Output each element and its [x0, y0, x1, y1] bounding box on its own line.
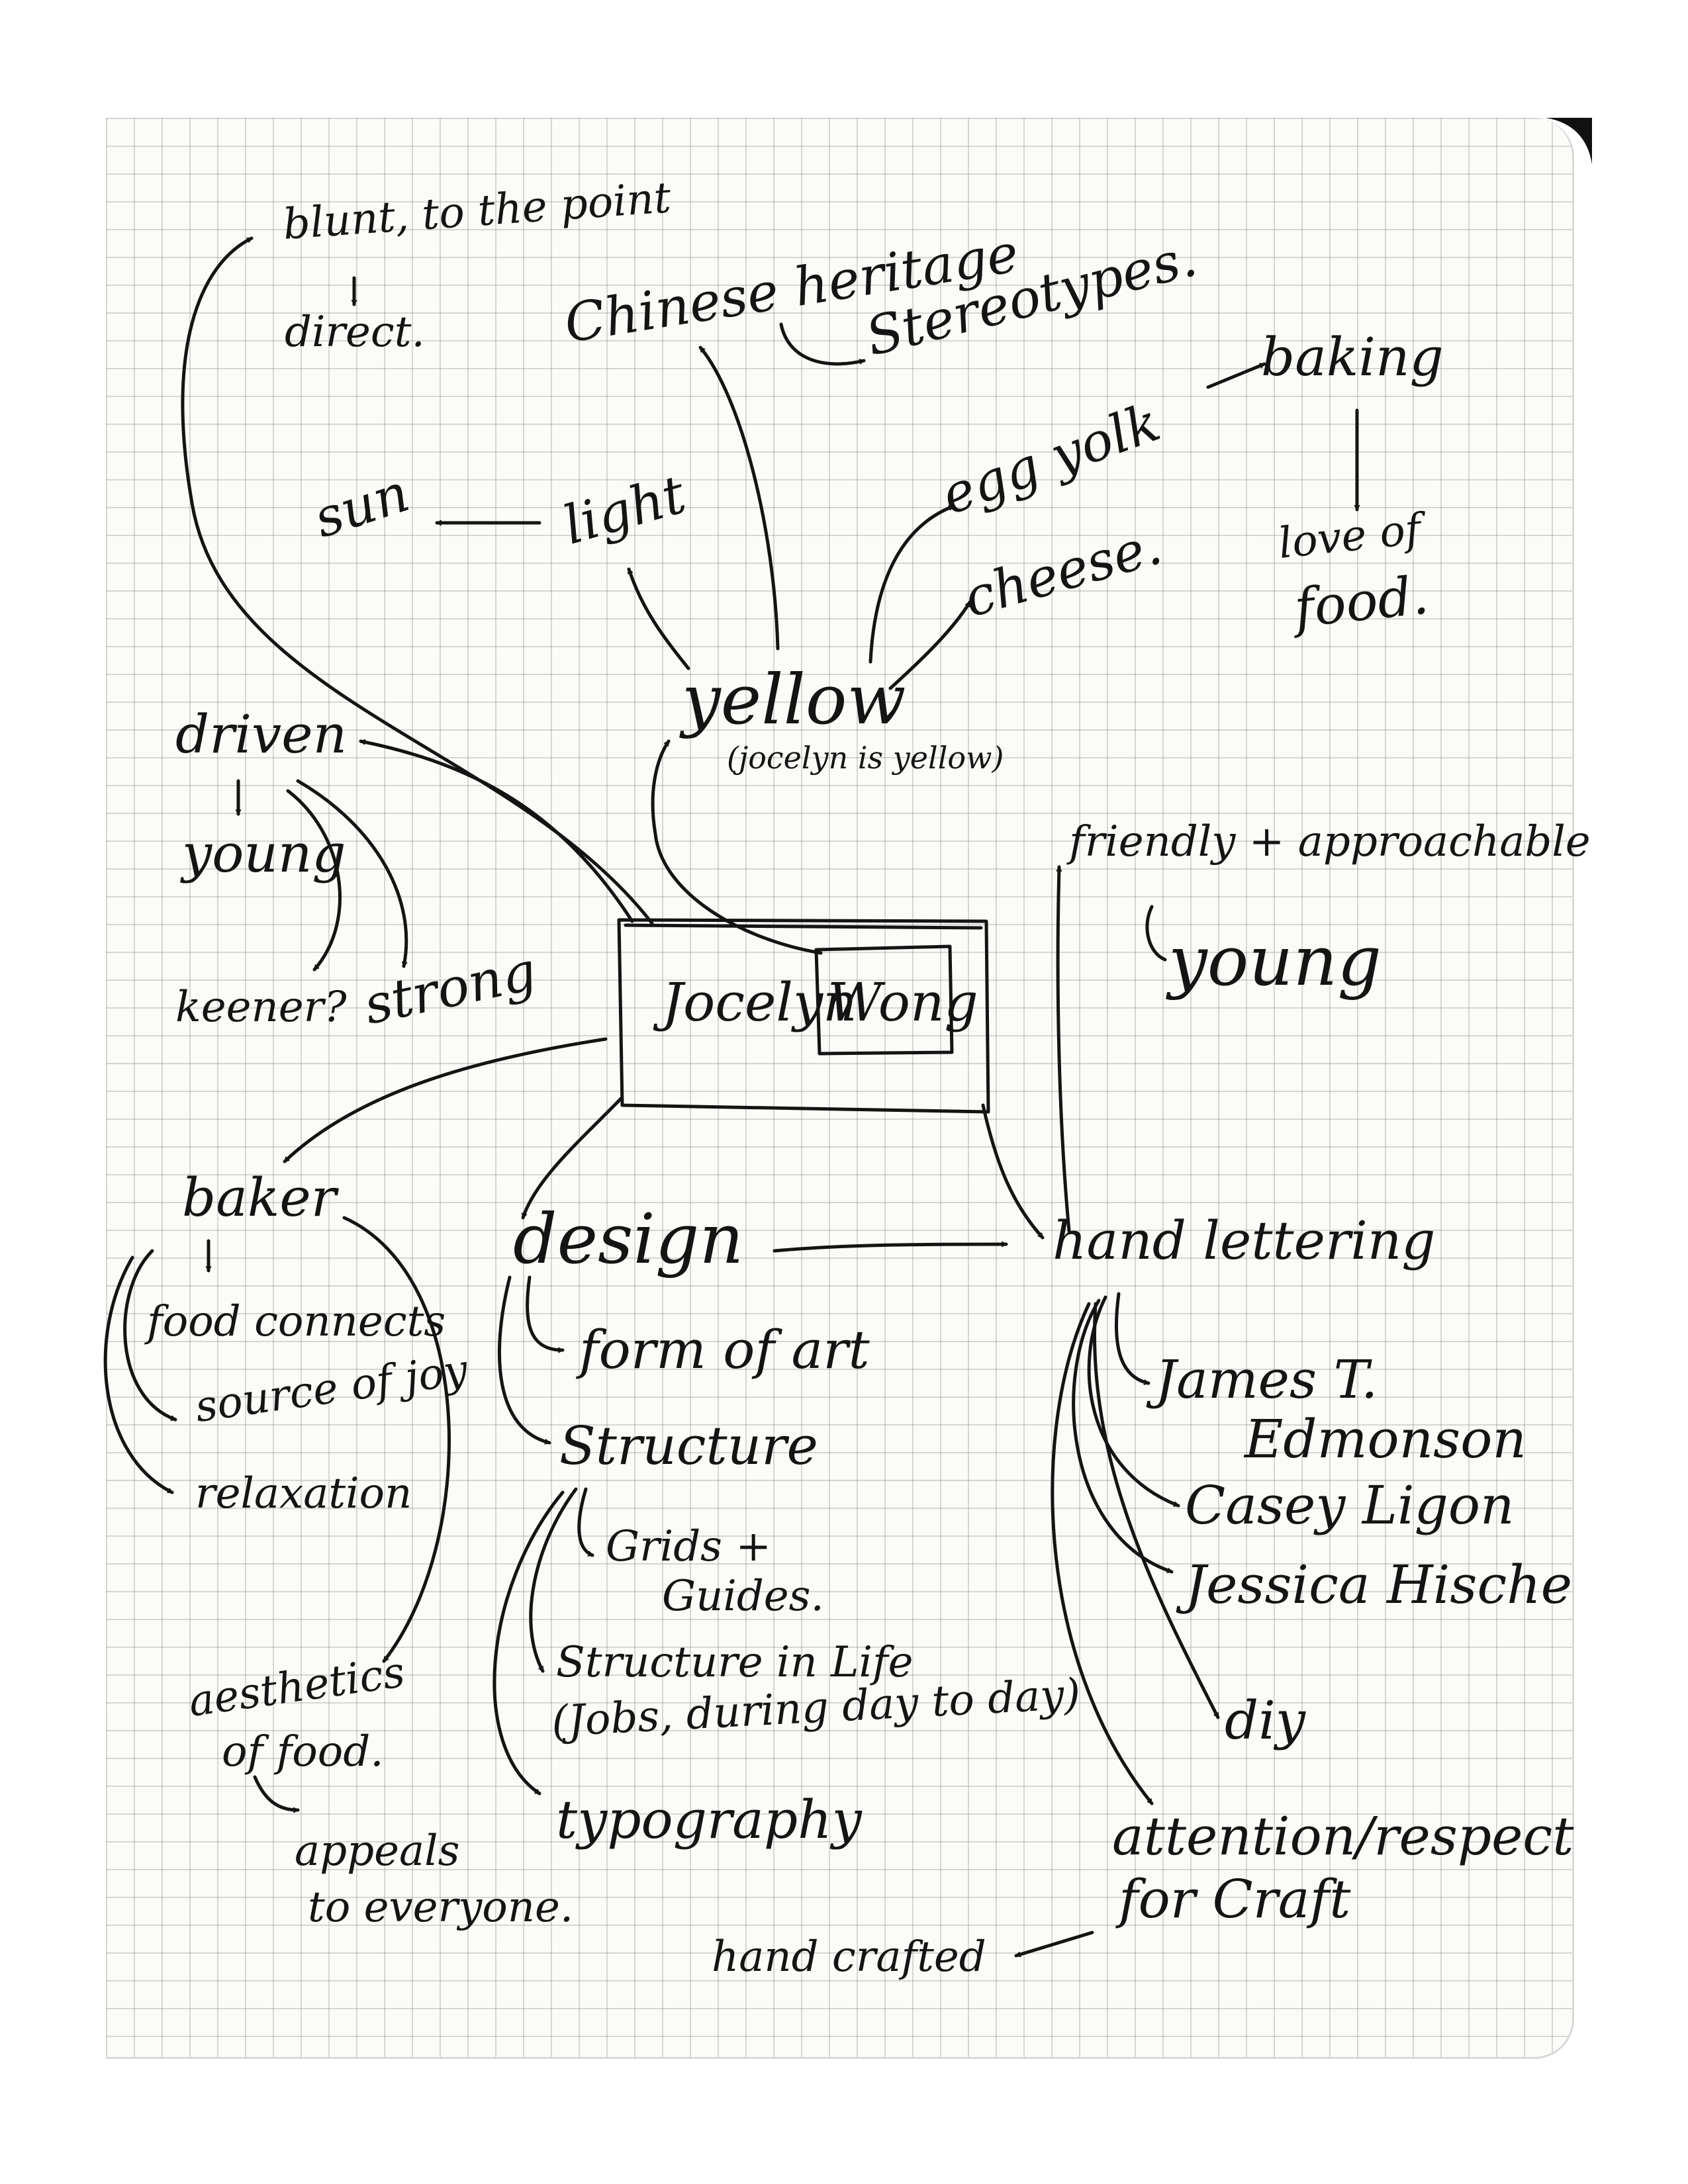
arrow-to-hand-crafted — [1014, 1931, 1094, 1958]
arrow-to-source-of-joy — [123, 1249, 177, 1422]
appeals-label: appeals — [295, 1827, 460, 1876]
arrow-to-driven — [359, 741, 634, 923]
name-inner-box — [814, 944, 954, 1056]
arrow-to-appeals — [253, 1775, 300, 1810]
arrow-to-baker — [283, 1037, 608, 1163]
arrow-to-stereotypes — [779, 322, 866, 366]
arrow-to-james — [1114, 1292, 1150, 1383]
young-left-label: young — [182, 823, 346, 884]
yellow-note: (jocelyn is yellow) — [727, 740, 1004, 776]
food-label: food. — [1291, 564, 1432, 639]
baker-label: baker — [182, 1167, 336, 1228]
arrow-to-chinese-heritage — [698, 345, 780, 651]
arrow-to-keener — [286, 789, 342, 972]
notebook-page — [106, 118, 1574, 2059]
arrow-to-diy — [1093, 1302, 1220, 1719]
arrow-to-relaxation — [103, 1255, 174, 1494]
structure-in-life-label: Structure in Life — [556, 1638, 914, 1687]
arrow-to-blunt — [181, 236, 654, 925]
arrow-to-grids — [577, 1487, 594, 1557]
food-connects-label: food connects — [147, 1297, 446, 1346]
arrow-to-typography — [492, 1490, 565, 1796]
name-last: Wong — [827, 972, 978, 1033]
attention-label: attention/respect — [1112, 1805, 1574, 1867]
hand-crafted-label: hand crafted — [712, 1933, 986, 1981]
arrow-to-aesthetics — [342, 1216, 451, 1663]
arrow-to-attention — [1051, 1302, 1154, 1805]
design-label: design — [513, 1199, 744, 1279]
to-everyone-label: to everyone. — [308, 1883, 574, 1932]
jessica-label: Jessica Hische — [1185, 1554, 1573, 1615]
diy-label: diy — [1225, 1690, 1305, 1751]
young-right-label: young — [1168, 921, 1382, 1001]
of-food-label: of food. — [222, 1727, 384, 1776]
arrow-to-jessica — [1072, 1298, 1174, 1574]
driven-label: driven — [175, 704, 348, 765]
form-of-art-label: form of art — [579, 1319, 870, 1381]
arrow-to-friendly — [1058, 865, 1071, 1233]
relaxation-label: relaxation — [195, 1469, 412, 1518]
arrow-to-baking — [1206, 362, 1266, 389]
for-craft-label: for Craft — [1119, 1868, 1351, 1930]
casey-label: Casey Ligon — [1185, 1475, 1515, 1536]
hand-lettering-label: hand lettering — [1053, 1210, 1436, 1271]
james-label: James T. — [1155, 1349, 1378, 1410]
arrow-to-young-right — [1145, 905, 1167, 962]
baking-label: baking — [1261, 326, 1444, 388]
friendly-label: friendly + approachable — [1069, 817, 1591, 866]
arrow-design-to-hand-lettering — [773, 1244, 1008, 1253]
arrow-to-form-of-art — [526, 1275, 565, 1350]
yellow-title: yellow — [682, 659, 906, 740]
arrow-to-light — [627, 567, 690, 670]
name-outer-box — [617, 918, 990, 1114]
arrow-to-egg-yolk — [868, 504, 955, 664]
arrow-to-structure — [497, 1275, 551, 1443]
edmonson-label: Edmonson — [1244, 1408, 1526, 1470]
direct-label: direct. — [285, 308, 425, 357]
arrow-to-structure-in-life — [529, 1487, 578, 1673]
typography-label: typography — [556, 1789, 862, 1850]
name-first: Jocelyn — [662, 972, 857, 1033]
page-corner-shadow — [1546, 118, 1592, 164]
arrow-to-yellow — [651, 739, 823, 955]
structure-label: Structure — [559, 1415, 818, 1477]
grids-label: Grids + — [606, 1522, 771, 1571]
arrow-to-design — [521, 1097, 623, 1220]
arrow-to-cheese — [888, 600, 972, 690]
arrow-to-strong — [296, 779, 408, 968]
arrow-to-hand-lettering — [981, 1103, 1045, 1240]
guides-label: Guides. — [662, 1572, 824, 1621]
keener-label: keener? — [175, 983, 347, 1032]
